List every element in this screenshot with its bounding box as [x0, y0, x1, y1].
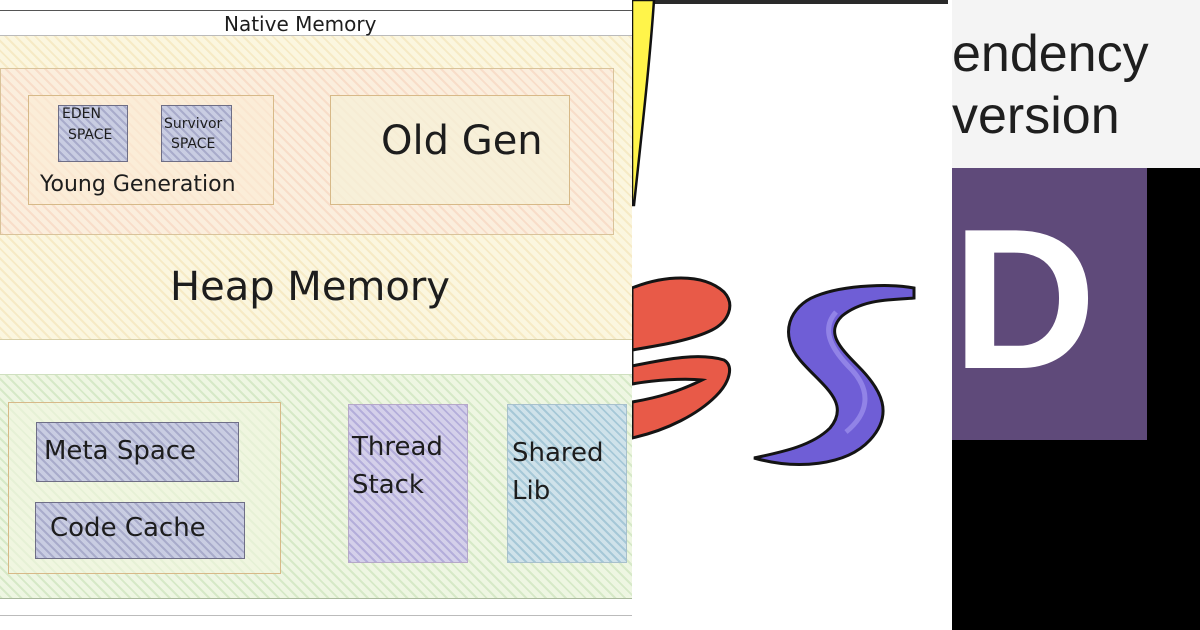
memory-diagram-panel: Native Memory EDEN SPACE Survivor SPACE …: [0, 10, 632, 616]
eden-space-box: [58, 105, 128, 162]
survivor-space-box: [161, 105, 232, 162]
red-e-shape: [632, 276, 732, 440]
heap-memory-label: Heap Memory: [170, 264, 450, 310]
young-generation-label: Young Generation: [40, 172, 236, 197]
purple-tile: [952, 168, 1147, 440]
meta-space-label: Meta Space: [44, 436, 197, 466]
eden-space-label-line2: SPACE: [68, 127, 113, 143]
old-gen-label: Old Gen: [381, 118, 543, 164]
native-memory-header: [0, 10, 632, 36]
logo-graphic: [632, 0, 916, 466]
top-dark-bar: [652, 0, 948, 4]
code-cache-label: Code Cache: [50, 513, 206, 543]
shared-lib-box: [507, 404, 627, 563]
native-memory-label: Native Memory: [224, 12, 377, 36]
tile-letter: D: [952, 188, 1097, 411]
native-memory-bottom-line: [0, 615, 632, 616]
code-cache-box: [35, 502, 245, 559]
survivor-space-label-line2: SPACE: [171, 136, 216, 152]
meta-space-box: [36, 422, 239, 482]
yellow-shape: [632, 0, 656, 207]
thread-stack-label-line1: Thread: [352, 432, 443, 462]
shared-lib-label-line1: Shared: [512, 438, 604, 468]
shared-lib-label-line2: Lib: [512, 476, 551, 506]
survivor-space-label-line1: Survivor: [164, 116, 223, 132]
title-card-header: [952, 0, 1200, 168]
title-card-panel: endency version D: [952, 0, 1200, 630]
title-text-line2: version: [952, 87, 1120, 145]
logo-panel: [632, 0, 952, 630]
eden-space-label-line1: EDEN: [62, 106, 101, 122]
old-gen-box: [330, 95, 570, 205]
title-text-line1: endency: [952, 25, 1149, 83]
purple-s-highlight: [826, 310, 868, 434]
thread-stack-box: [348, 404, 468, 563]
purple-s-shape: [753, 284, 916, 466]
thread-stack-label-line2: Stack: [352, 470, 424, 500]
